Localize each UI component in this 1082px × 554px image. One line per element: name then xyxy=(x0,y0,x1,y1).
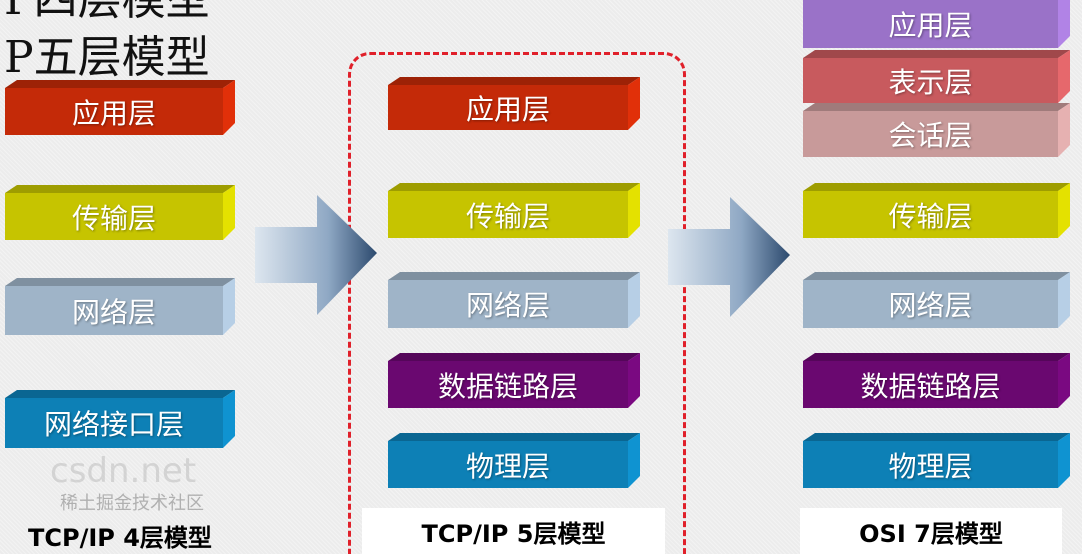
layer-box: 数据链路层 xyxy=(803,353,1070,408)
box-side-bevel xyxy=(223,80,235,135)
layer-box: 表示层 xyxy=(803,50,1070,103)
layer-label: 应用层 xyxy=(388,85,628,130)
box-top-bevel xyxy=(5,390,235,398)
box-side-bevel xyxy=(628,183,640,238)
box-top-bevel xyxy=(803,353,1070,361)
layer-box: 应用层 xyxy=(803,0,1070,48)
watermark: csdn.net xyxy=(50,451,197,491)
layer-label: 传输层 xyxy=(803,191,1058,238)
layer-label: 网络层 xyxy=(388,280,628,328)
title-four-layer: P四层模型 xyxy=(4,0,210,22)
box-side-bevel xyxy=(223,185,235,240)
caption-tcpip-5: TCP/IP 5层模型 xyxy=(421,519,606,548)
box-side-bevel xyxy=(223,278,235,335)
box-top-bevel xyxy=(803,103,1070,111)
box-side-bevel xyxy=(1058,353,1070,408)
layer-label: 物理层 xyxy=(803,441,1058,488)
box-side-bevel xyxy=(628,77,640,130)
layer-box: 网络层 xyxy=(388,272,640,328)
layer-label: 物理层 xyxy=(388,441,628,488)
box-side-bevel xyxy=(1058,103,1070,157)
layer-label: 应用层 xyxy=(5,88,223,135)
box-side-bevel xyxy=(1058,50,1070,103)
box-top-bevel xyxy=(388,433,640,441)
layer-box: 应用层 xyxy=(388,77,640,130)
caption-tcpip-4: TCP/IP 4层模型 xyxy=(28,524,212,552)
arrow-right-icon xyxy=(668,197,790,317)
watermark-community: 稀土掘金技术社区 xyxy=(60,493,204,514)
caption-box-osi-7: OSI 7层模型 xyxy=(800,508,1062,554)
layer-box: 网络层 xyxy=(5,278,235,335)
layer-label: 表示层 xyxy=(803,58,1058,103)
caption-osi-7: OSI 7层模型 xyxy=(859,519,1003,548)
layer-box: 应用层 xyxy=(5,80,235,135)
box-side-bevel xyxy=(1058,433,1070,488)
layer-box: 数据链路层 xyxy=(388,353,640,408)
layer-box: 传输层 xyxy=(5,185,235,240)
layer-label: 数据链路层 xyxy=(388,361,628,408)
layer-label: 网络接口层 xyxy=(5,398,223,448)
layer-box: 网络接口层 xyxy=(5,390,235,448)
box-side-bevel xyxy=(628,353,640,408)
layer-label: 数据链路层 xyxy=(803,361,1058,408)
layer-label: 应用层 xyxy=(803,0,1058,48)
layer-label: 传输层 xyxy=(388,191,628,238)
caption-box-tcpip-5: TCP/IP 5层模型 xyxy=(362,508,665,554)
box-top-bevel xyxy=(388,77,640,85)
layer-box: 会话层 xyxy=(803,103,1070,157)
layer-label: 会话层 xyxy=(803,111,1058,157)
box-side-bevel xyxy=(223,390,235,448)
box-top-bevel xyxy=(803,433,1070,441)
box-side-bevel xyxy=(628,272,640,328)
layer-label: 传输层 xyxy=(5,193,223,240)
layer-box: 传输层 xyxy=(388,183,640,238)
highlight-dashed-frame xyxy=(348,52,686,554)
layer-label: 网络层 xyxy=(5,286,223,335)
layer-box: 物理层 xyxy=(388,433,640,488)
box-side-bevel xyxy=(628,433,640,488)
layer-box: 传输层 xyxy=(803,183,1070,238)
title-five-layer: P五层模型 xyxy=(4,32,210,83)
layer-box: 物理层 xyxy=(803,433,1070,488)
box-top-bevel xyxy=(5,278,235,286)
box-top-bevel xyxy=(803,183,1070,191)
box-side-bevel xyxy=(1058,272,1070,328)
box-side-bevel xyxy=(1058,0,1070,48)
box-top-bevel xyxy=(388,183,640,191)
layer-box: 网络层 xyxy=(803,272,1070,328)
box-top-bevel xyxy=(5,185,235,193)
box-top-bevel xyxy=(5,80,235,88)
box-top-bevel xyxy=(803,50,1070,58)
box-top-bevel xyxy=(388,353,640,361)
box-top-bevel xyxy=(388,272,640,280)
box-side-bevel xyxy=(1058,183,1070,238)
layer-label: 网络层 xyxy=(803,280,1058,328)
box-top-bevel xyxy=(803,272,1070,280)
arrow-right-icon xyxy=(255,195,377,315)
